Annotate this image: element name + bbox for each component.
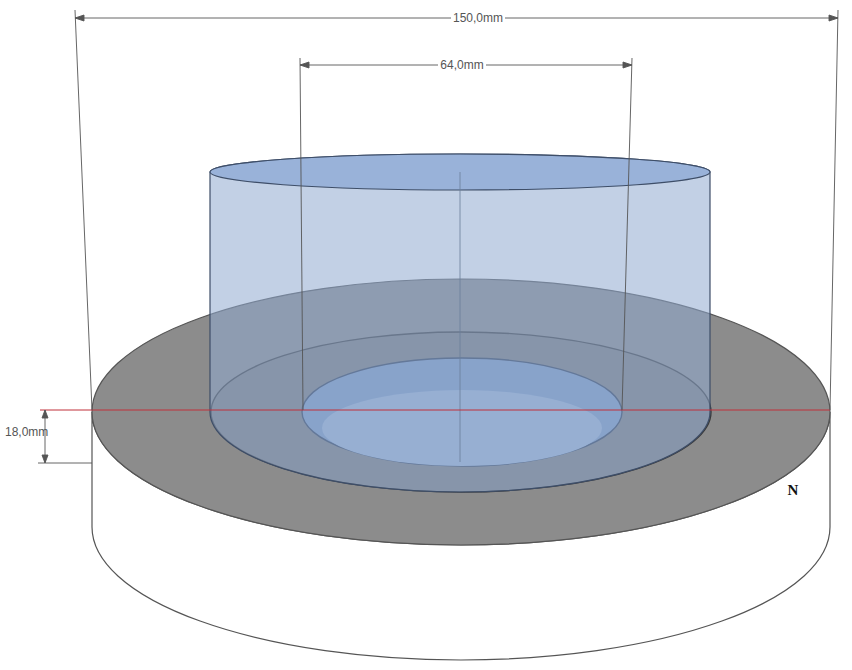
- cylinder-wall: [210, 154, 710, 492]
- section-line: [40, 410, 830, 411]
- dimension-label: 18,0mm: [3, 425, 50, 439]
- dimension-150: [75, 10, 838, 410]
- dimension-64: [300, 58, 632, 410]
- center-axis: [460, 172, 461, 462]
- face-letter: N: [786, 483, 801, 497]
- dimension-label: 150,0mm: [451, 11, 505, 25]
- dimension-label: 64,0mm: [438, 58, 485, 72]
